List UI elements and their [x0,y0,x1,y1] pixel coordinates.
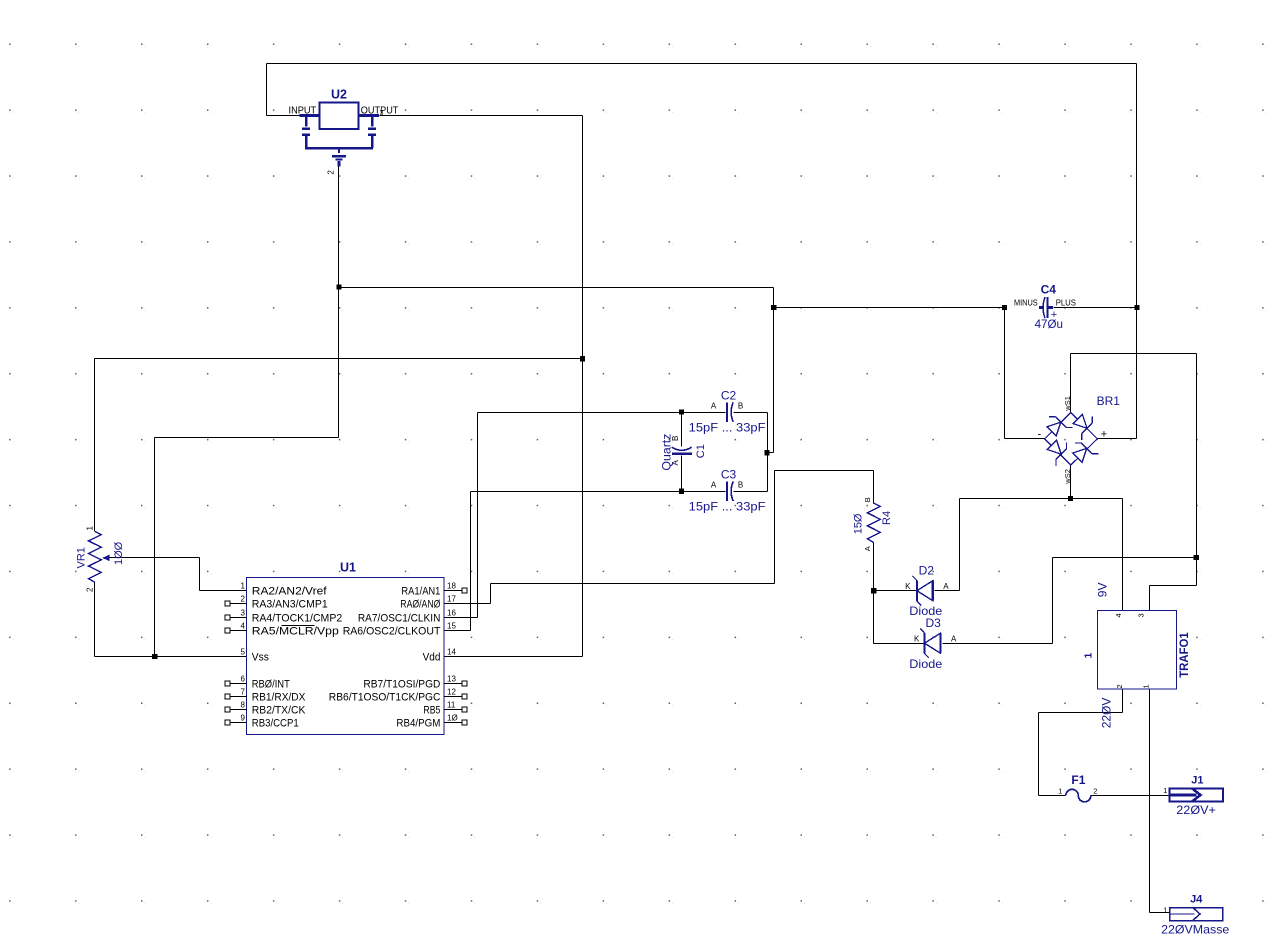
svg-text:A: A [671,460,680,466]
svg-text:U1: U1 [340,561,356,575]
svg-text:22ØV+: 22ØV+ [1176,803,1216,817]
svg-text:2: 2 [241,594,246,603]
svg-text:47Øu: 47Øu [1035,317,1063,331]
svg-text:Quartz: Quartz [661,433,673,470]
svg-text:C4: C4 [1041,282,1057,296]
svg-text:Vdd: Vdd [423,652,441,664]
svg-text:Vss: Vss [252,652,269,664]
svg-text:3: 3 [1137,613,1146,617]
svg-text:2: 2 [1093,787,1097,796]
svg-text:2: 2 [86,587,95,592]
svg-text:RA1/AN1: RA1/AN1 [401,586,440,598]
svg-text:wS2: wS2 [1063,469,1072,485]
svg-text:A: A [951,634,957,643]
svg-text:C2: C2 [721,389,737,403]
svg-text:C1: C1 [695,444,707,458]
svg-text:TRAFO1: TRAFO1 [1177,632,1191,678]
svg-text:RA4/TOCK1/CMP2: RA4/TOCK1/CMP2 [252,613,342,625]
svg-text:RA3/AN3/CMP1: RA3/AN3/CMP1 [252,599,328,611]
svg-text:3: 3 [380,110,384,117]
svg-text:15pF ... 33pF: 15pF ... 33pF [689,423,766,435]
svg-text:13: 13 [447,674,456,683]
svg-text:9: 9 [241,713,246,722]
svg-text:2: 2 [1115,684,1124,688]
svg-text:BR1: BR1 [1097,394,1121,408]
svg-text:U2: U2 [331,87,347,101]
svg-text:RBØ/INT: RBØ/INT [252,679,290,691]
svg-text:RB7/T1OSI/PGD: RB7/T1OSI/PGD [363,679,440,691]
svg-text:VR1: VR1 [75,547,87,568]
svg-text:7: 7 [241,687,246,696]
svg-text:9V: 9V [1096,583,1110,598]
svg-text:C3: C3 [721,468,737,482]
svg-text:PLUS: PLUS [1056,299,1076,308]
svg-text:14: 14 [447,647,456,656]
svg-text:+: + [1101,428,1107,440]
svg-text:F1: F1 [1071,773,1085,787]
svg-text:+: + [1051,309,1057,321]
svg-text:INPUT: INPUT [289,104,317,116]
svg-text:RAØ/ANØ: RAØ/ANØ [400,599,440,611]
svg-text:J1: J1 [1191,775,1203,787]
svg-text:1ØØ: 1ØØ [113,541,125,565]
svg-text:-: - [1038,428,1042,440]
svg-text:6: 6 [241,674,246,683]
svg-text:RB6/T1OSO/T1CK/PGC: RB6/T1OSO/T1CK/PGC [329,692,441,704]
svg-text:1: 1 [1083,653,1095,659]
svg-text:RB5: RB5 [423,705,440,717]
svg-text:1: 1 [86,526,95,531]
svg-text:RA2/AN2/Vref: RA2/AN2/Vref [252,586,328,598]
svg-text:R4: R4 [881,511,893,525]
svg-text:22ØV: 22ØV [1100,698,1114,729]
svg-text:RA7/OSC1/CLKIN: RA7/OSC1/CLKIN [358,613,441,625]
svg-text:RB4/PGM: RB4/PGM [396,718,440,730]
svg-text:17: 17 [447,594,456,603]
svg-text:RB3/CCP1: RB3/CCP1 [252,718,299,730]
svg-text:5: 5 [241,647,246,656]
svg-text:A: A [711,401,717,410]
svg-text:4: 4 [1114,613,1123,617]
svg-text:11: 11 [447,700,456,709]
svg-text:B: B [671,436,680,441]
svg-text:Diode: Diode [909,604,942,618]
svg-text:A: A [863,546,872,551]
svg-text:D2: D2 [919,564,935,578]
svg-text:J4: J4 [1190,894,1203,906]
svg-text:A: A [711,481,717,490]
svg-text:1: 1 [241,581,246,590]
svg-text:1: 1 [1141,684,1150,688]
svg-text:B: B [738,401,743,410]
svg-text:15pF ... 33pF: 15pF ... 33pF [689,502,766,514]
svg-text:8: 8 [241,700,246,709]
svg-text:15: 15 [447,621,456,630]
svg-text:MINUS: MINUS [1014,299,1038,308]
svg-text:Diode: Diode [909,657,942,671]
svg-text:RA5/MCLR/Vpp: RA5/MCLR/Vpp [252,626,339,638]
svg-text:K: K [905,582,911,591]
svg-text:1: 1 [1163,786,1167,795]
svg-text:12: 12 [447,687,456,696]
svg-text:18: 18 [447,581,456,590]
svg-text:K: K [914,634,920,643]
svg-text:1: 1 [1163,906,1167,915]
svg-text:15Ø: 15Ø [853,513,865,534]
svg-text:1: 1 [1058,787,1062,796]
svg-text:RA6/OSC2/CLKOUT: RA6/OSC2/CLKOUT [343,626,441,638]
svg-text:22ØVMasse: 22ØVMasse [1161,922,1230,936]
svg-text:RB1/RX/DX: RB1/RX/DX [252,692,306,704]
svg-text:B: B [863,497,872,502]
svg-text:D3: D3 [926,616,942,630]
svg-text:A: A [943,582,949,591]
svg-text:3: 3 [241,608,246,617]
svg-text:OUTPUT: OUTPUT [361,104,399,116]
svg-text:RB2/TX/CK: RB2/TX/CK [252,705,306,717]
svg-text:16: 16 [447,608,456,617]
svg-text:2: 2 [326,170,335,175]
svg-text:wS1: wS1 [1063,396,1072,412]
svg-text:B: B [738,481,743,490]
svg-text:4: 4 [241,621,246,630]
svg-text:1Ø: 1Ø [447,713,458,722]
